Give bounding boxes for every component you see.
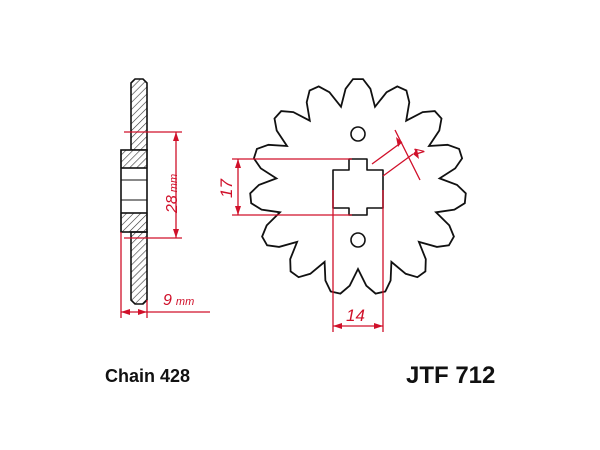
dim28-label: 28mm bbox=[164, 174, 181, 214]
side-hub-lower-hatch bbox=[120, 212, 148, 233]
dim14-arrow-left bbox=[333, 323, 342, 329]
dim9-arrow-right bbox=[138, 309, 147, 315]
dim4-line bbox=[394, 129, 421, 181]
dim14-label: 14 bbox=[346, 306, 365, 325]
dim4-ext-a bbox=[371, 141, 403, 165]
dim17-arrow-top bbox=[235, 159, 241, 168]
splined-bore bbox=[332, 158, 384, 216]
dim4-arrow-b bbox=[413, 149, 419, 159]
side-hub-upper-hatch bbox=[120, 149, 148, 169]
side-upper-tooth-section bbox=[130, 78, 148, 151]
side-section-view bbox=[120, 78, 148, 305]
dim9-arrow-left bbox=[121, 309, 130, 315]
front-view bbox=[249, 78, 467, 295]
part-number-caption: JTF 712 bbox=[406, 362, 496, 389]
bolt-hole-top bbox=[350, 126, 366, 142]
side-dimensions bbox=[120, 131, 210, 318]
dim17-label: 17 bbox=[217, 179, 236, 198]
side-lower-tooth-section bbox=[130, 231, 148, 305]
front-dimensions bbox=[232, 129, 421, 332]
dim17-arrow-bottom bbox=[235, 206, 241, 215]
chain-size-caption: Chain 428 bbox=[105, 366, 191, 386]
dim28-arrow-top bbox=[173, 132, 179, 141]
dim14-arrow-right bbox=[374, 323, 383, 329]
dim28-arrow-bottom bbox=[173, 229, 179, 238]
bolt-hole-bottom bbox=[350, 232, 366, 248]
dim4-arrow-a bbox=[396, 137, 402, 147]
dim4-ext-b bbox=[382, 153, 414, 177]
